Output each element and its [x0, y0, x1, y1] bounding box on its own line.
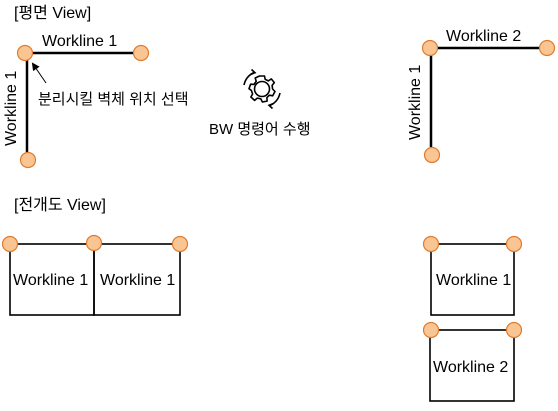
- elevation-left-box-label: Workline 1: [100, 272, 176, 289]
- elevation-box: [93, 243, 181, 316]
- plan-left-vertical-label: Workline 1: [3, 70, 20, 146]
- node-handle[interactable]: [422, 235, 440, 253]
- elevation-box: [429, 329, 515, 402]
- selection-annotation: 분리시킬 벽체 위치 선택: [38, 91, 189, 108]
- plan-left-horizontal-label: Workline 1: [42, 33, 118, 50]
- elevation-left-box-label: Workline 1: [13, 272, 89, 289]
- plan-left-nodes: [16, 44, 150, 169]
- node-handle[interactable]: [19, 151, 37, 169]
- node-handle[interactable]: [85, 234, 103, 252]
- node-handle[interactable]: [423, 146, 441, 164]
- node-handle[interactable]: [16, 44, 34, 62]
- node-handle[interactable]: [538, 39, 556, 57]
- plan-right-nodes: [421, 39, 556, 164]
- plan-right-horizontal-label: Workline 2: [446, 28, 522, 45]
- node-handle[interactable]: [505, 235, 523, 253]
- elevation-right-boxes: [429, 243, 515, 402]
- plan-right-walls: [429, 46, 546, 155]
- command-label: BW 명령어 수행: [209, 121, 311, 138]
- elevation-left-nodes: [1, 234, 189, 253]
- elevation-view-title: [전개도 View]: [14, 197, 106, 214]
- plan-right-vertical-label: Workline 1: [407, 64, 424, 140]
- elevation-left-boxes: [9, 243, 181, 316]
- node-handle[interactable]: [505, 321, 523, 339]
- node-handle[interactable]: [421, 39, 439, 57]
- node-handle[interactable]: [171, 235, 189, 253]
- node-handle[interactable]: [1, 235, 19, 253]
- selection-arrow: [31, 62, 47, 84]
- elevation-right-nodes: [422, 235, 523, 339]
- node-handle[interactable]: [422, 321, 440, 339]
- elevation-box: [430, 243, 515, 316]
- plan-left-walls: [25, 51, 141, 160]
- plan-view-title: [평면 View]: [14, 5, 92, 22]
- node-handle[interactable]: [132, 44, 150, 62]
- elevation-right-box-label: Workline 1: [436, 272, 512, 289]
- elevation-right-box-label: Workline 2: [433, 359, 509, 376]
- gear-sync-icon: [243, 68, 281, 110]
